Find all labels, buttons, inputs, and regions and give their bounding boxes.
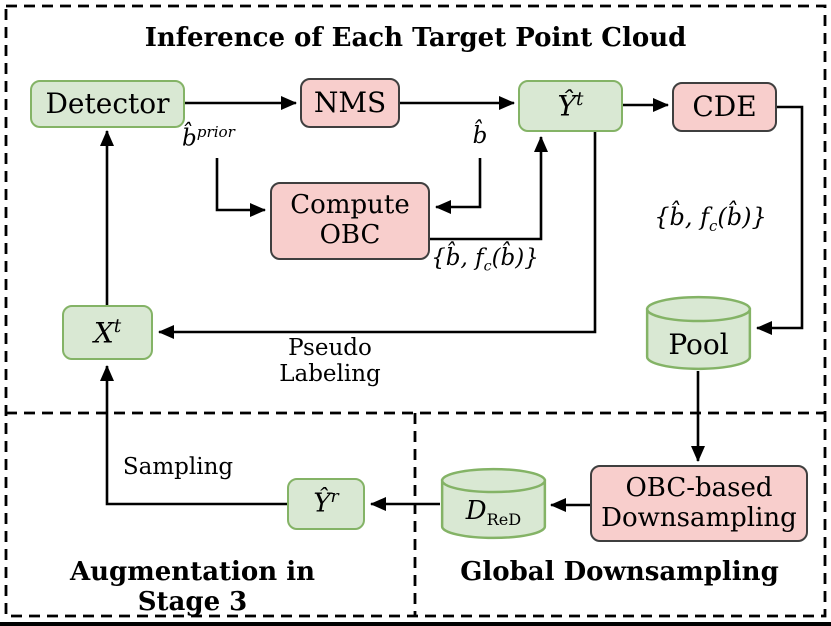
augmentation-section-title: Augmentation in Stage 3	[69, 557, 316, 617]
b-prior-label: b̂prior	[182, 123, 235, 152]
yt-label: Ŷt	[557, 89, 584, 123]
detector-label: Detector	[45, 86, 170, 120]
dred-label: DReD	[465, 496, 522, 530]
sampled-labels-yr-node: Ŷr	[287, 478, 365, 530]
nms-node: NMS	[300, 78, 400, 128]
arrow-bprior-to-computeobc	[215, 158, 266, 217]
target-cloud-xt-node: Xt	[62, 305, 153, 360]
cylinder-icon	[440, 467, 547, 540]
arrow-yr-to-xt-sampling	[100, 365, 287, 506]
xt-label: Xt	[93, 315, 122, 350]
predicted-labels-yt-node: Ŷt	[518, 80, 623, 132]
dred-database: DReD	[440, 467, 547, 540]
arrow-computeobc-to-yt	[430, 136, 548, 241]
cde-label: CDE	[692, 89, 757, 123]
obc-set-label-mid: {b̂, fc(b̂)}	[431, 245, 539, 275]
b-hat-label: b̂	[472, 123, 488, 149]
obc-downsampling-label-line2: Downsampling	[601, 502, 797, 533]
obc-set-label-right: {b̂, fc(b̂)}	[654, 203, 767, 235]
obc-downsampling-label-line1: OBC-based	[625, 472, 773, 503]
cde-node: CDE	[672, 82, 777, 132]
obc-based-downsampling-node: OBC-based Downsampling	[590, 465, 808, 542]
pseudo-labeling-label: Pseudo Labeling	[279, 335, 381, 387]
diagram-title: Inference of Each Target Point Cloud	[144, 23, 687, 53]
arrow-bhat-to-computeobc	[435, 158, 482, 214]
arrow-cde-to-pool	[756, 105, 804, 335]
sampling-label: Sampling	[122, 454, 234, 480]
pool-label: Pool	[668, 328, 729, 362]
global-downsampling-section-title: Global Downsampling	[460, 557, 779, 587]
cylinder-icon	[645, 295, 752, 371]
nms-label: NMS	[313, 85, 387, 119]
detector-node: Detector	[30, 80, 185, 128]
yr-label: Ŷr	[313, 487, 339, 519]
pool-database: Pool	[645, 295, 752, 371]
arrow-yt-to-xt-pseudo-labeling	[158, 132, 597, 339]
compute-obc-label-line2: OBC	[319, 220, 381, 250]
compute-obc-node: Compute OBC	[270, 182, 430, 260]
compute-obc-label-line1: Compute	[290, 190, 410, 221]
